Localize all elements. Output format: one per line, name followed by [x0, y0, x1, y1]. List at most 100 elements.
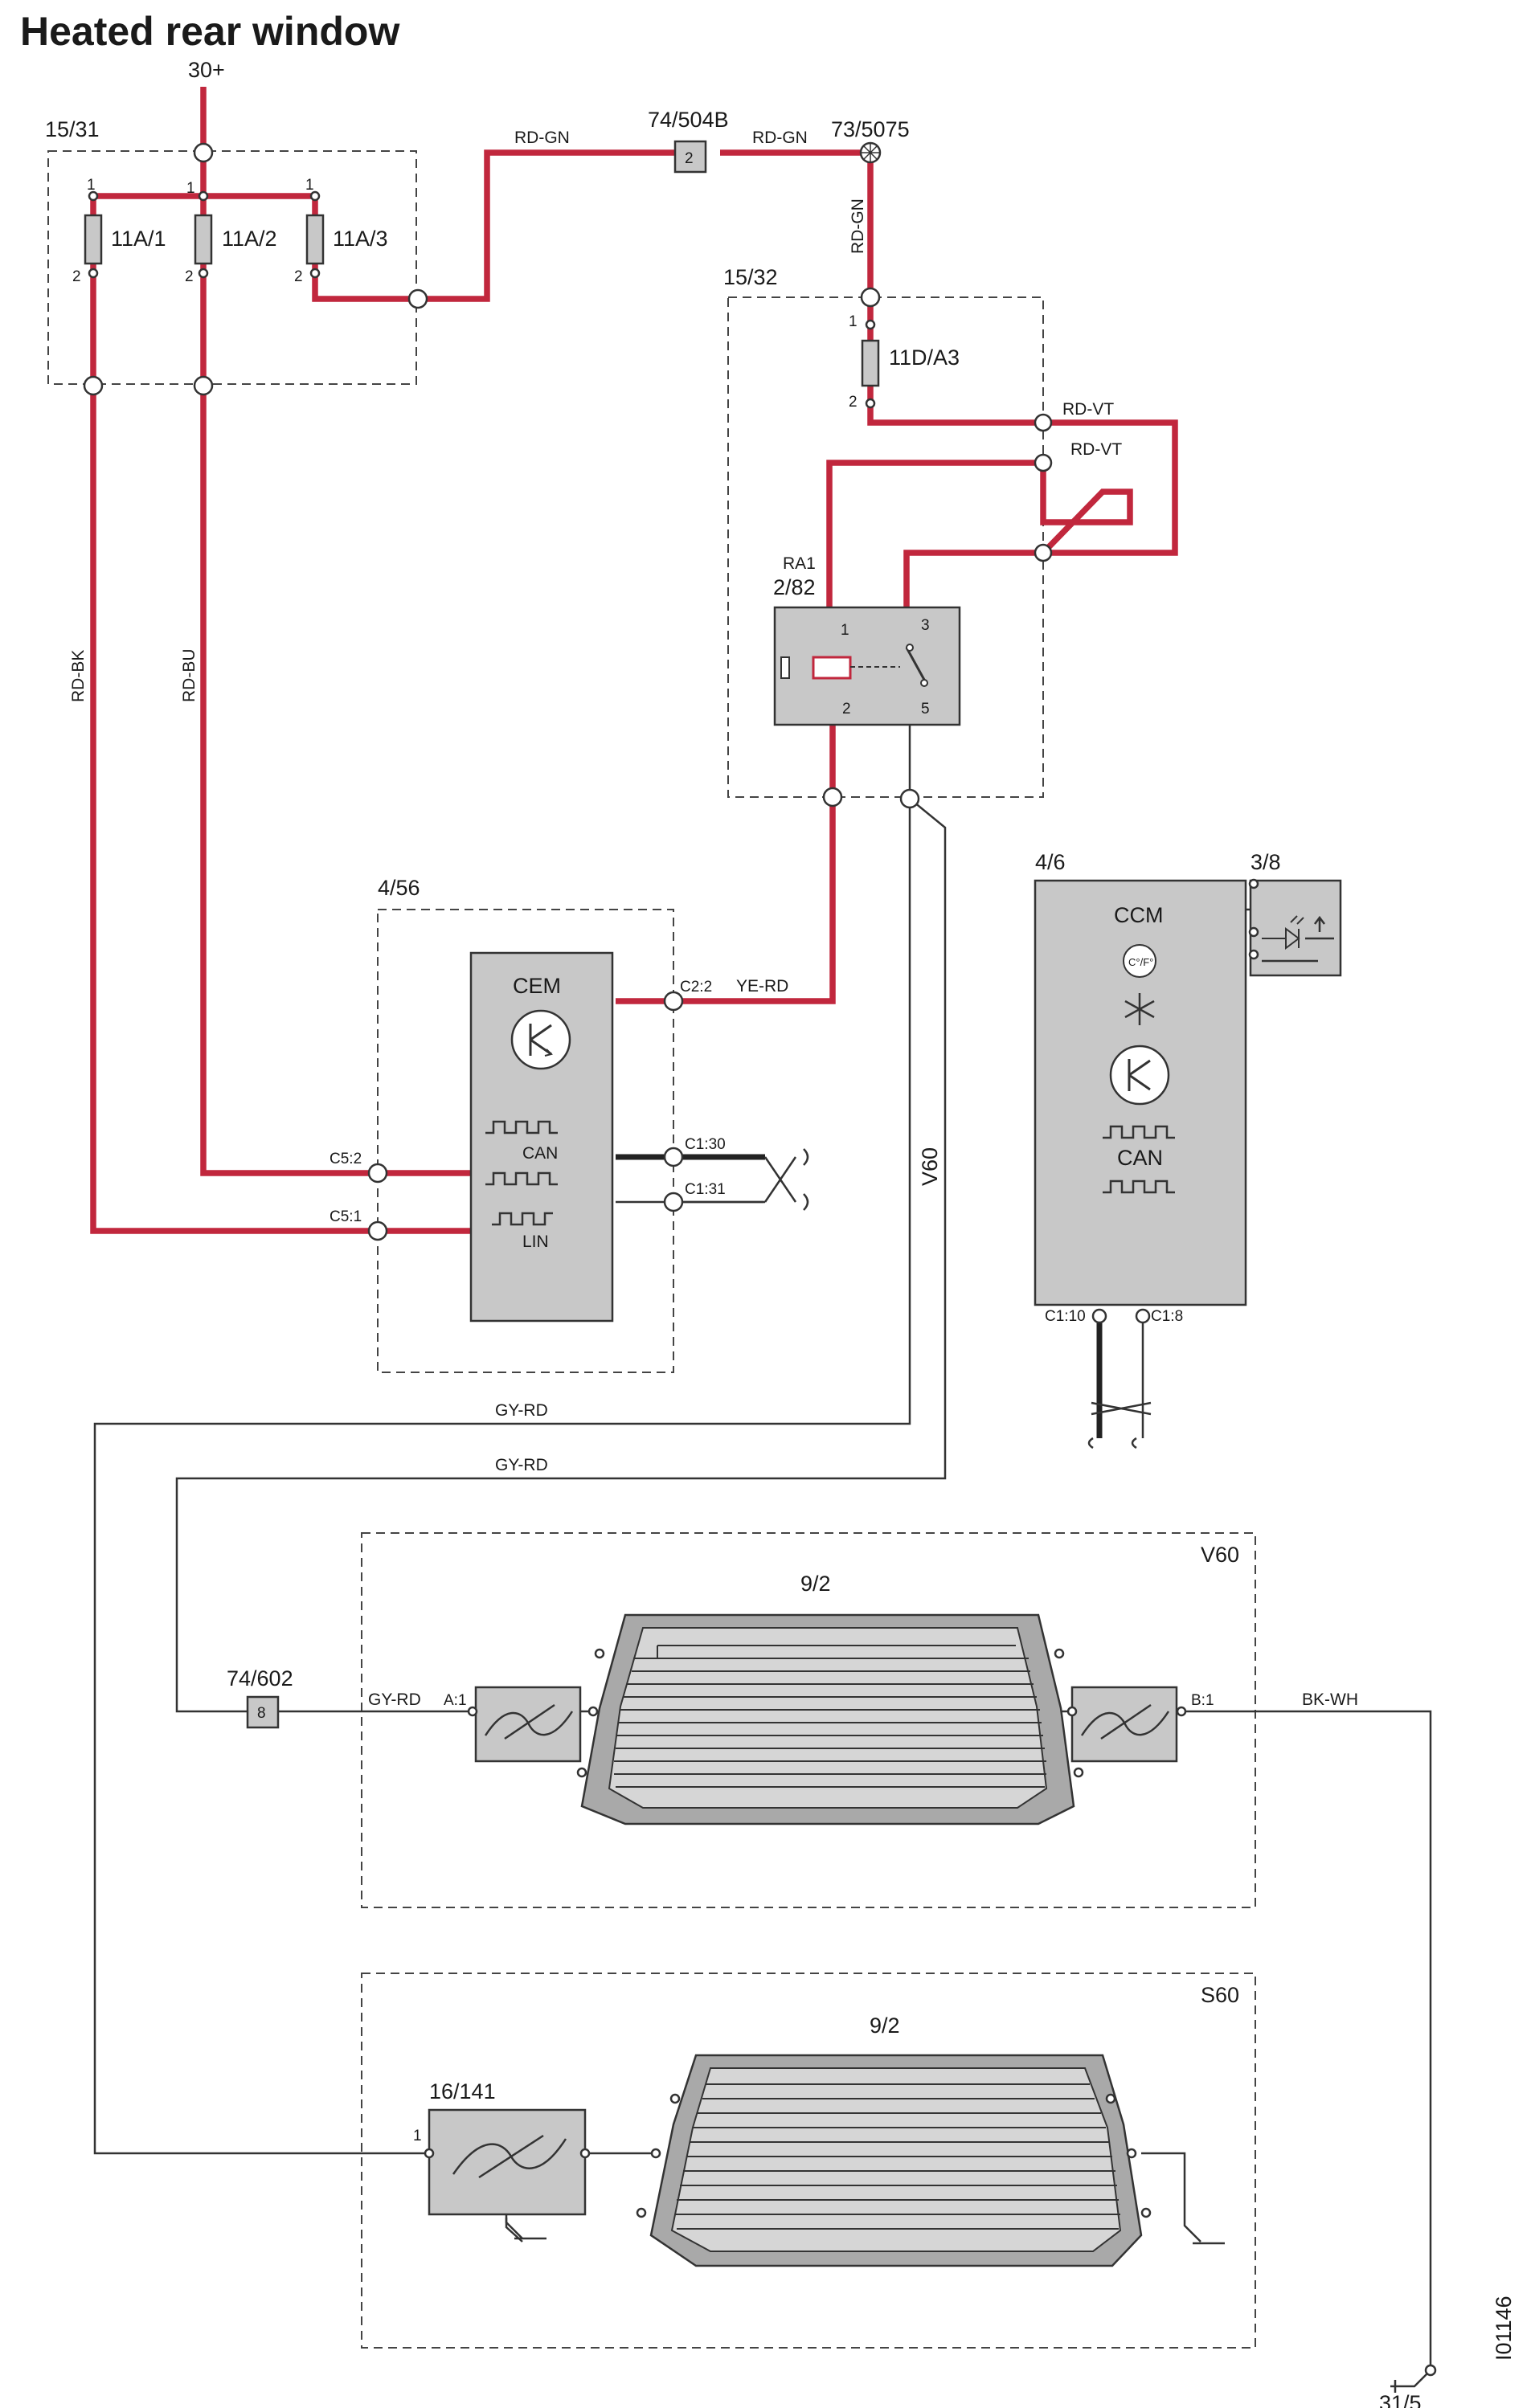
ccm-temp-unit: C°/F°: [1128, 956, 1153, 968]
led-icon: [1262, 915, 1304, 950]
connector-74602-pin: 8: [257, 1705, 266, 1722]
fuse-11da3-label: 11D/A3: [889, 345, 960, 370]
snowflake-icon: [1124, 993, 1155, 1025]
pushbutton-icon: [1262, 915, 1334, 963]
v60-pin-b1: B:1: [1191, 1692, 1214, 1709]
cem-box-label: 4/56: [378, 876, 420, 900]
wire-label-gy-rd-2: GY-RD: [495, 1456, 548, 1474]
fuse-11a1-pin-top: 1: [87, 177, 96, 194]
s60-section-label: S60: [1201, 1983, 1239, 2007]
ccm-module: 4/6 CCM C°/F° CAN C1:10 C1:8: [1034, 850, 1247, 1449]
cem-pin-c2-2: C2:2: [680, 979, 712, 995]
fuse-11a1-pin-bottom: 2: [72, 268, 81, 285]
connector-74504b: 2 74/504B: [648, 108, 729, 174]
lin-signal-icon: [492, 1212, 553, 1226]
fuse-11a1: [84, 214, 103, 265]
cem-lin-label: LIN: [522, 1233, 549, 1251]
wire-label-v60: V60: [918, 1147, 942, 1186]
fuse-11a2-pin-top: 1: [186, 180, 195, 197]
s60-window-label: 9/2: [870, 2013, 900, 2038]
ccm-can-label: CAN: [1117, 1146, 1163, 1170]
relay-id: RA1: [783, 554, 816, 573]
fuse-11da3-pin-bottom: 2: [849, 394, 858, 411]
fuse-box-1532: 15/32 11D/A3 1 2: [723, 265, 960, 411]
v60-window-label: 9/2: [800, 1572, 831, 1596]
fuse-11a2-pin-bottom: 2: [185, 268, 194, 285]
fuse-11da3-pin-top: 1: [849, 313, 858, 330]
fuse-11a3-pin-top: 1: [305, 177, 314, 194]
wire-label-rd-gn-2: RD-GN: [752, 129, 808, 147]
suppressor-label: 16/141: [429, 2079, 496, 2103]
relay-pin-1: 1: [841, 622, 849, 639]
ccm-transistor-icon: [1109, 1045, 1170, 1106]
cem-bus-lines: [616, 1148, 809, 1211]
fuse-11a1-label: 11A/1: [111, 227, 166, 251]
fuse-11a3: [305, 214, 325, 265]
ccm-name: CCM: [1114, 903, 1164, 927]
relay-ra1: 1 2 3 5 RA1 2/82: [773, 554, 961, 726]
fuse-box-1532-label: 15/32: [723, 265, 778, 289]
junction-nodes: [83, 142, 1259, 2159]
relay-pin-2: 2: [842, 701, 851, 717]
switch-block: [1249, 879, 1342, 977]
supply-label: 30+: [188, 58, 225, 82]
wire-label-ye-rd: YE-RD: [736, 977, 788, 995]
ccm-can-signal-icon: [1103, 1125, 1175, 1139]
ground-label: 31/5: [1379, 2391, 1422, 2408]
fuse-11a2-label: 11A/2: [222, 227, 277, 251]
cem-name: CEM: [513, 974, 561, 998]
s60-section-outline: [361, 1973, 1256, 2349]
connector-74504b-label: 74/504B: [648, 108, 729, 132]
wire-label-rd-bk: RD-BK: [69, 650, 88, 702]
fuse-11a3-pin-bottom: 2: [294, 268, 303, 285]
relay-position: 2/82: [773, 575, 816, 599]
cem-pin-c5-1: C5:1: [330, 1208, 362, 1225]
v60-pin-a1: A:1: [444, 1692, 467, 1709]
cem-block: [469, 951, 614, 1323]
v60-section-outline: [361, 1532, 1256, 1908]
transistor-icon: [510, 1009, 571, 1070]
can-signal-icon: [485, 1120, 558, 1134]
cem-box-outline: [377, 909, 674, 1373]
suppressor-pin-1: 1: [413, 2128, 422, 2144]
relay-pin-5: 5: [921, 701, 930, 717]
thin-wires: [93, 723, 1432, 2370]
ccm-pin-c1-8: C1:8: [1151, 1308, 1183, 1325]
s60-section: S60 9/2 16/141 1: [413, 1983, 1239, 2267]
wire-label-rd-vt-1: RD-VT: [1062, 400, 1114, 419]
suppressor-16141: [428, 2108, 587, 2216]
connector-74602: [246, 1695, 280, 1729]
connector-74504b-pin: 2: [685, 150, 694, 167]
ground-315: 31/5: [1379, 2364, 1437, 2408]
diagram-id: I01146: [1492, 2296, 1516, 2361]
fuse-11a3-label: 11A/3: [333, 227, 388, 251]
v60-section-label: V60: [1201, 1543, 1239, 1567]
diagram-title: Heated rear window: [20, 9, 399, 54]
fuse-box-1531-label: 15/31: [45, 117, 100, 141]
fuse-11a2: [194, 214, 213, 265]
fuse-box-1531: 15/31 11A/1 11A/2 11A/3 1 1 1 2 2 2: [45, 117, 388, 285]
cem-pin-c5-2: C5:2: [330, 1151, 362, 1167]
splice-735075-label: 73/5075: [831, 117, 910, 141]
wire-label-gy-rd-1: GY-RD: [495, 1401, 548, 1420]
wire-label-bk-wh: BK-WH: [1302, 1691, 1358, 1709]
ccm-box-label: 4/6: [1035, 850, 1066, 874]
switch-box-label: 3/8: [1251, 850, 1281, 874]
fuse-box-1531-outline: [47, 150, 417, 385]
wire-label-rd-gn-3: RD-GN: [849, 198, 867, 254]
wire-label-rd-gn-1: RD-GN: [514, 129, 570, 147]
cem-pin-c1-30: C1:30: [685, 1136, 726, 1153]
wire-label-rd-vt-2: RD-VT: [1070, 440, 1122, 459]
v60-section: V60 9/2 8 74/602 A:1 B:1: [227, 1543, 1239, 1825]
temperature-icon: [1123, 944, 1156, 978]
power-wires: [90, 87, 1178, 1234]
cem-module: 4/56 CEM CAN LIN C2:2 C5:2 C5:1 C1:30 C1…: [330, 876, 726, 1323]
splice-735075: 73/5075: [831, 117, 910, 164]
cem-pin-c1-31: C1:31: [685, 1181, 726, 1198]
fuse-11da3: [861, 339, 880, 387]
wire-label-rd-bu: RD-BU: [180, 649, 199, 703]
relay-pin-3: 3: [921, 617, 930, 634]
filter-curve-icon: [484, 1711, 574, 1736]
cem-can-label: CAN: [522, 1144, 558, 1163]
